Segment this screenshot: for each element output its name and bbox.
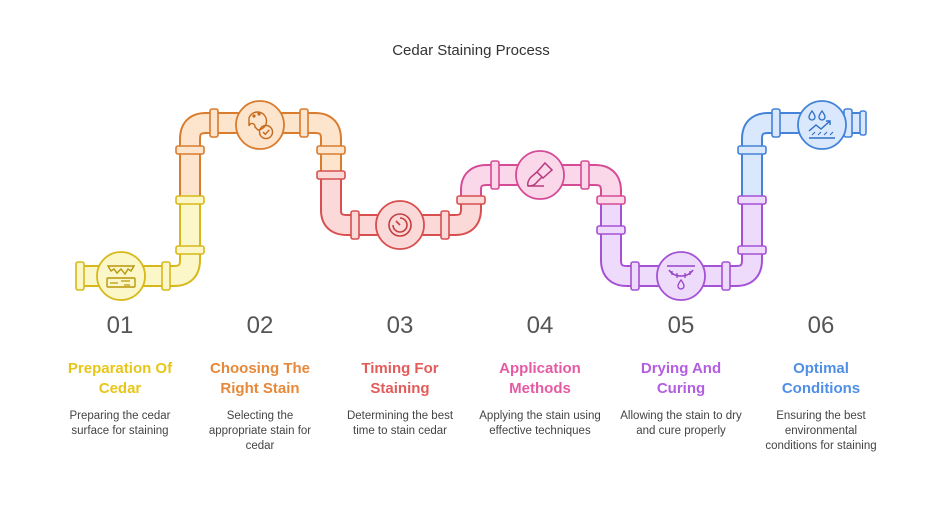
flange [859,110,867,136]
step-number: 01 [106,312,134,339]
flange [580,160,590,190]
flange [209,108,219,138]
palette-check-icon [235,100,285,150]
step-description: Applying the stain using effective techn… [479,410,601,437]
flange [175,145,205,155]
step-description: Allowing the stain to dry and cure prope… [620,410,742,437]
step-number: 05 [667,312,695,339]
flange [721,261,731,291]
brush-icon [515,150,565,200]
flange [737,195,767,205]
flange [456,195,486,205]
flange [596,195,626,205]
step-number: 03 [386,312,414,339]
flange [490,160,500,190]
flange [175,195,205,205]
step-number: 06 [807,312,835,339]
pipeline-diagram [75,100,867,301]
step-description: Ensuring the best environmental conditio… [765,410,877,452]
flange [316,170,346,180]
step-number: 02 [246,312,274,339]
step-description: Preparing the cedar surface for staining [69,410,171,437]
flange [161,261,171,291]
step-number: 04 [526,312,554,339]
wood-surface-icon [96,251,146,301]
flange [737,145,767,155]
flange [737,245,767,255]
flange [316,145,346,155]
flange [596,225,626,235]
step-description: Determining the best time to stain cedar [346,410,454,437]
flange [350,210,360,240]
diagram-title: Cedar Staining Process [392,42,550,59]
flange [299,108,309,138]
weather-trend-icon [797,100,847,150]
flange [175,245,205,255]
drip-icon [656,251,706,301]
flange [440,210,450,240]
flange [630,261,640,291]
flange [771,108,781,138]
step-description: Selecting the appropriate stain for ceda… [208,410,312,452]
timer-icon [375,200,425,250]
flange [75,261,85,291]
